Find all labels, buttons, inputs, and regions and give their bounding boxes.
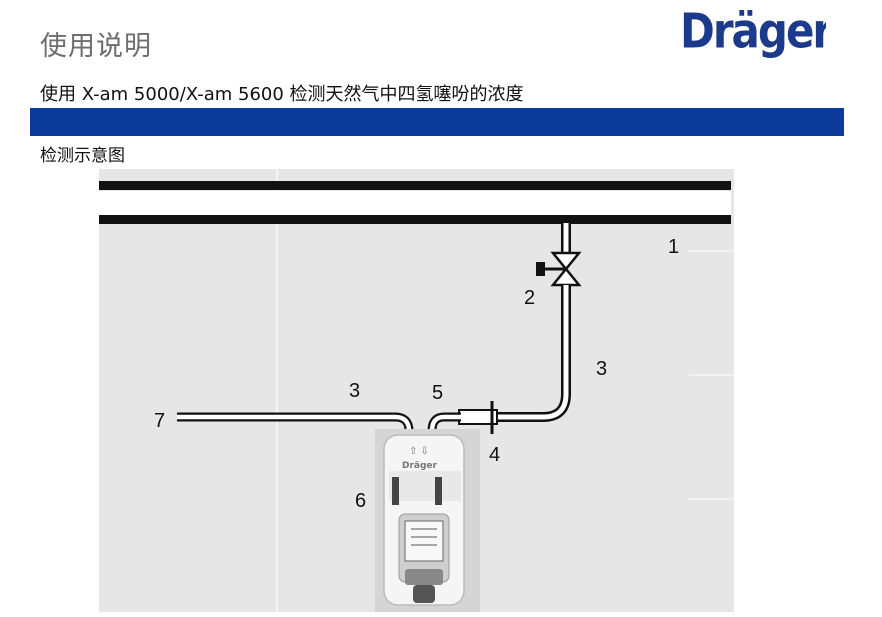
gas-detector: ⇧ ⇩ Dräger — [375, 429, 480, 612]
gas-pipeline — [99, 181, 731, 224]
label-1: 1 — [668, 236, 679, 258]
label-3-right: 3 — [596, 358, 607, 380]
device-brand: Dräger — [402, 461, 438, 471]
page-title: 使用说明 — [40, 31, 152, 62]
label-2: 2 — [524, 287, 535, 309]
drager-logo: Dräger — [680, 4, 826, 59]
sampling-hose-right — [459, 285, 571, 422]
section-heading: 检测示意图 — [40, 146, 125, 166]
label-6: 6 — [355, 490, 366, 512]
measurement-diagram: ⇧ ⇩ Dräger 1 2 3 3 4 5 6 7 — [99, 169, 734, 612]
valve — [536, 251, 582, 287]
svg-text:Dräger: Dräger — [680, 4, 826, 59]
label-5: 5 — [432, 382, 443, 404]
svg-text:⇧ ⇩: ⇧ ⇩ — [409, 446, 429, 457]
label-7: 7 — [154, 410, 165, 432]
banner-bar — [30, 108, 844, 136]
label-4: 4 — [489, 444, 500, 466]
document-subtitle: 使用 X-am 5000/X-am 5600 检测天然气中四氢噻吩的浓度 — [40, 84, 524, 105]
label-3-left: 3 — [349, 380, 360, 402]
